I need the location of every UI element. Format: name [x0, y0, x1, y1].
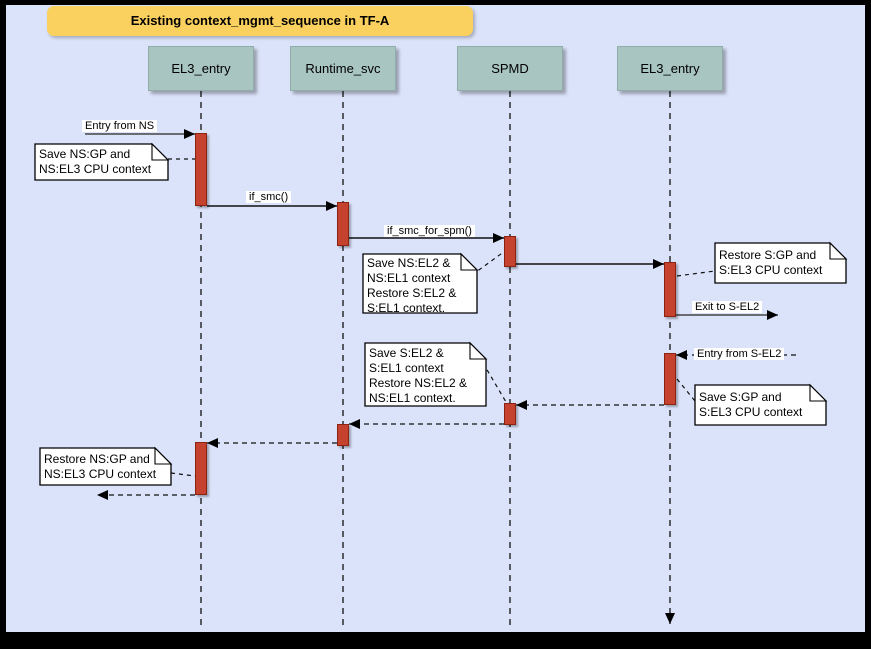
sequence-diagram-canvas: Existing context_mgmt_sequence in TF-A E…: [6, 5, 865, 632]
note-shape-save-ns-el2: [362, 252, 479, 314]
note-shape-save-ns-gp: [34, 142, 170, 181]
message-label-if-smc: if_smc(): [246, 191, 292, 203]
participant-label: SPMD: [491, 61, 529, 76]
note-text-save-s-el2: Save S:EL2 & S:EL1 context Restore NS:EL…: [369, 346, 468, 405]
note-text-save-ns-el2: Save NS:EL2 & NS:EL1 context Restore S:E…: [367, 256, 457, 315]
note-text-save-ns-gp: Save NS:GP and NS:EL3 CPU context: [39, 147, 152, 176]
message-label-exit-to-s-el2: Exit to S-EL2: [692, 301, 763, 313]
note-text-restore-s-gp: Restore S:GP and S:EL3 CPU context: [719, 248, 823, 277]
message-label-entry-from-ns: Entry from NS: [82, 120, 158, 132]
participant-label: EL3_entry: [640, 61, 700, 76]
participant-box-el3-entry-2: EL3_entry: [617, 46, 723, 91]
participant-box-el3-entry-1: EL3_entry: [148, 46, 254, 91]
activation-bar-runtime-svc: [337, 202, 349, 246]
note-connector-6: [170, 472, 196, 477]
activation-bar-runtime-return: [337, 424, 349, 446]
participant-box-runtime-svc: Runtime_svc: [290, 46, 396, 91]
participant-box-spmd: SPMD: [457, 46, 563, 91]
diagram-lines-layer: [34, 91, 848, 627]
note-connector-3: [676, 270, 716, 277]
note-text-restore-ns-gp: Restore NS:GP and NS:EL3 CPU context: [44, 452, 157, 481]
note-shape-restore-ns-gp: [39, 446, 173, 486]
note-shape-save-s-gp: [694, 383, 828, 426]
note-text-save-s-gp: Save S:GP and S:EL3 CPU context: [699, 390, 803, 419]
activation-bar-el3-return: [195, 442, 207, 495]
activation-bar-el3-entry-ns: [195, 133, 207, 206]
note-shape-restore-s-gp: [714, 241, 848, 284]
participant-label: Runtime_svc: [305, 61, 381, 76]
message-label-if-smc-for-spm: if_smc_for_spm(): [384, 225, 475, 237]
activation-bar-el3-exit: [664, 262, 676, 317]
diagram-title: Existing context_mgmt_sequence in TF-A: [47, 6, 473, 36]
activation-bar-spmd-call: [504, 236, 516, 267]
note-connector-5: [676, 378, 696, 402]
note-connector-2: [471, 250, 506, 276]
message-label-entry-from-s-el2: Entry from S-EL2: [694, 348, 785, 360]
participant-label: EL3_entry: [171, 61, 231, 76]
activation-bar-el3-reentry: [664, 353, 676, 405]
activation-bar-spmd-return: [504, 403, 516, 425]
note-shape-save-s-el2: [364, 341, 488, 407]
